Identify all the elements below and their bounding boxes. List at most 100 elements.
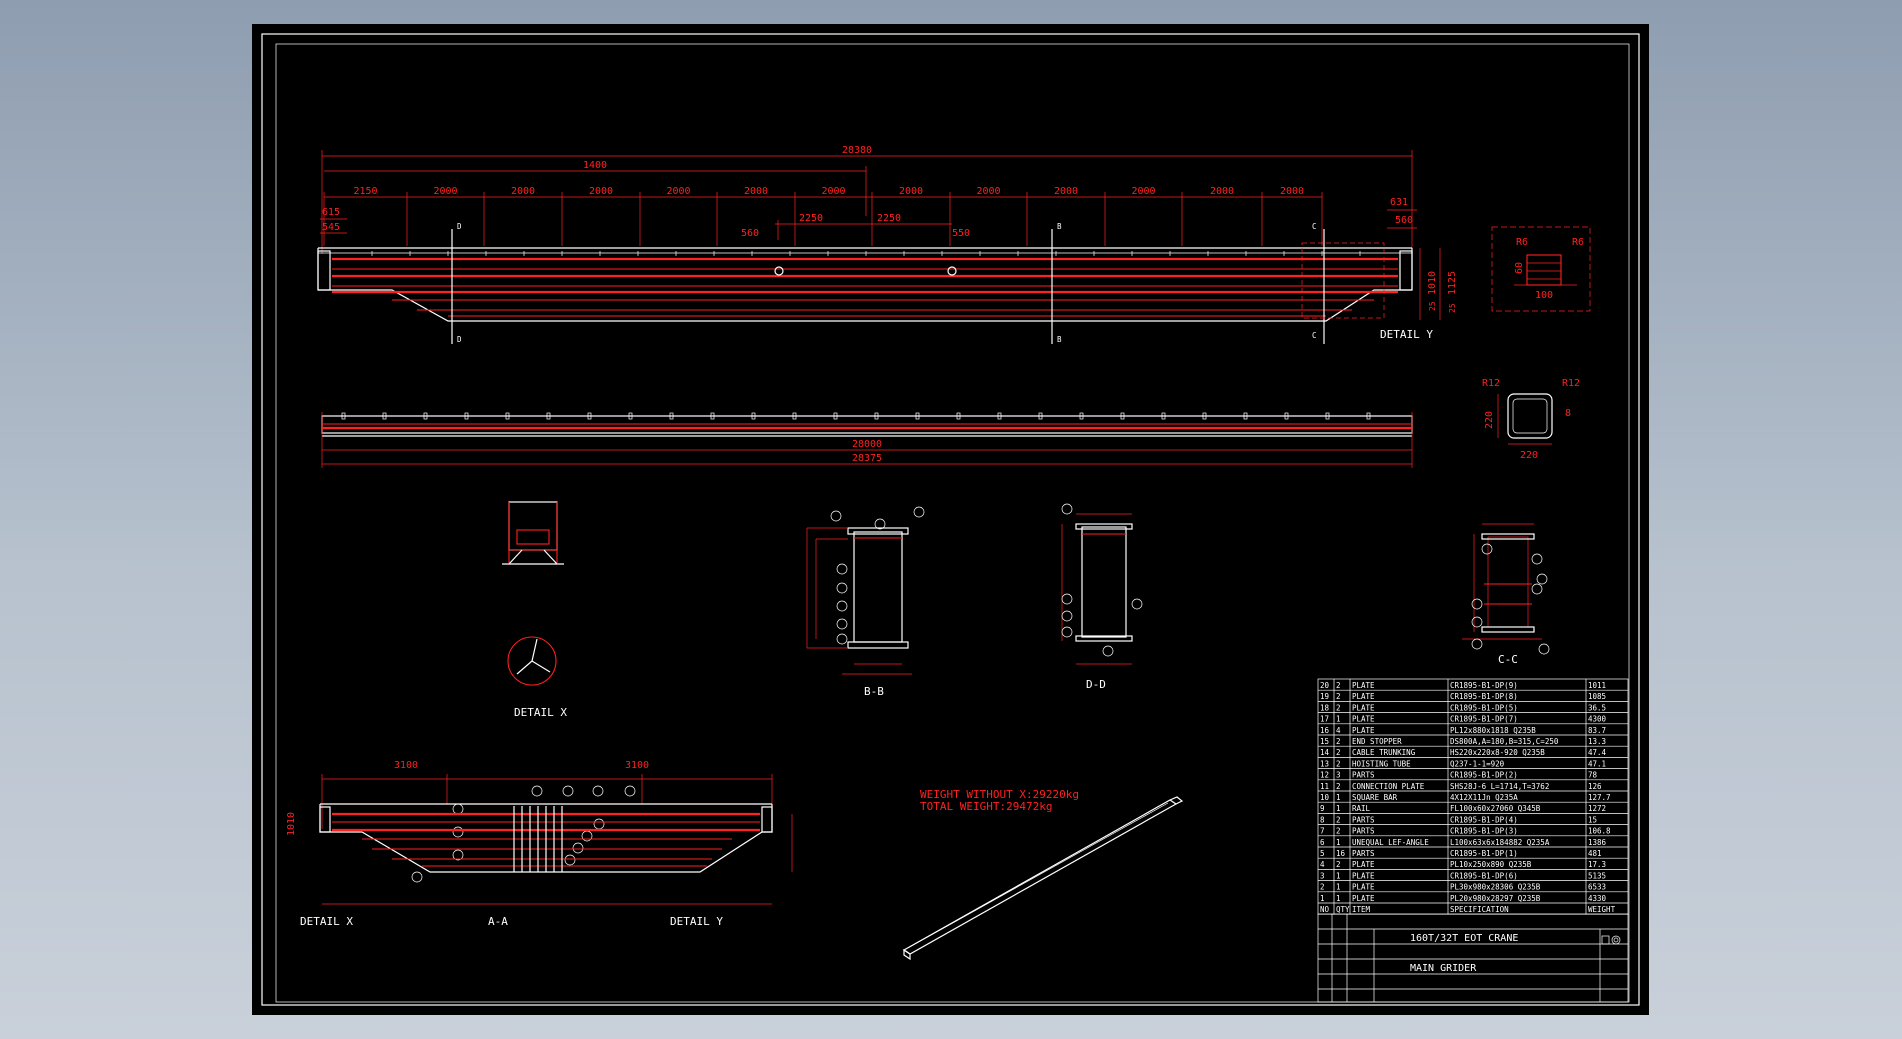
part-balloon	[452, 826, 464, 838]
half-dim: 1400	[583, 160, 607, 171]
detail-y-bottom-label: DETAIL Y	[670, 915, 723, 928]
bom-cell: PL20x980x28297 Q235B	[1450, 894, 1541, 903]
bom-cell: 2	[1336, 815, 1341, 824]
bom-cell: CR1895-B1-DP(5)	[1450, 703, 1518, 712]
bom-cell: 13.3	[1588, 737, 1606, 746]
bom-cell: FL100x60x27060 Q345B	[1450, 804, 1541, 813]
girder-isometric	[902, 796, 1184, 961]
svg-text:B: B	[1057, 222, 1062, 231]
bom-cell: 4X12X11Jn Q235A	[1450, 793, 1518, 802]
right-dim-1: 631	[1390, 197, 1408, 208]
part-balloon	[593, 818, 605, 830]
bom-cell: HS220x220x8-920 Q235B	[1450, 748, 1545, 757]
bom-cell: CR1895-B1-DP(1)	[1450, 849, 1518, 858]
detail-x-view	[507, 636, 557, 686]
tube-r12-b: R12	[1562, 378, 1580, 389]
bom-cell: 2	[1336, 827, 1341, 836]
bom-cell: 47.1	[1588, 759, 1606, 768]
part-balloon	[531, 785, 543, 797]
bom-cell: PLATE	[1352, 703, 1375, 712]
detail-y-60: 60	[1514, 262, 1525, 274]
bom-cell: CR1895-B1-DP(9)	[1450, 681, 1518, 690]
tube-8: 8	[1565, 408, 1571, 419]
bom-header: WEIGHT	[1588, 905, 1616, 914]
bom-cell: 17.3	[1588, 860, 1606, 869]
outer-frame	[261, 33, 1640, 1006]
bom-cell: CR1895-B1-DP(3)	[1450, 827, 1518, 836]
bom-cell: CR1895-B1-DP(6)	[1450, 871, 1518, 880]
bom-cell: 15	[1588, 815, 1597, 824]
bom-cell: 3	[1336, 771, 1341, 780]
bom-cell: 127.7	[1588, 793, 1611, 802]
bom-cell: CR1895-B1-DP(4)	[1450, 815, 1518, 824]
bom-cell: 12	[1320, 771, 1329, 780]
part-balloon	[1538, 643, 1550, 655]
end-stopper-section	[502, 501, 564, 565]
bom-cell: 4	[1320, 860, 1325, 869]
bom-cell: 106.8	[1588, 827, 1611, 836]
height-dim-1010: 1010	[1427, 271, 1438, 295]
bom-cell: 13	[1320, 759, 1329, 768]
bom-cell: 126	[1588, 782, 1602, 791]
svg-text:D: D	[457, 335, 462, 344]
bom-cell: 16	[1336, 849, 1346, 858]
aa-dim-1010: 1010	[286, 812, 297, 836]
bom-cell: 19	[1320, 692, 1329, 701]
part-balloon	[592, 785, 604, 797]
bom-cell: 1011	[1588, 681, 1606, 690]
mid-dim-2250-a: 2250	[799, 213, 823, 224]
bom-cell: CABLE TRUNKING	[1352, 748, 1416, 757]
bom-cell: 2	[1336, 703, 1341, 712]
bom-cell: 20	[1320, 681, 1330, 690]
girder-plan-view: 28000 28375	[321, 412, 1413, 468]
bom-cell: PL10x250x890 Q235B	[1450, 860, 1532, 869]
part-balloon	[572, 842, 584, 854]
svg-text:C: C	[1312, 222, 1317, 231]
bom-cell: 1	[1336, 894, 1341, 903]
part-balloon	[452, 849, 464, 861]
segment-dim: 2000	[744, 186, 768, 197]
bom-cell: 11	[1320, 782, 1329, 791]
segment-dim: 2000	[1131, 186, 1155, 197]
detail-y-view: R6 R6 100 60	[1491, 226, 1591, 312]
part-balloon	[562, 785, 574, 797]
segment-dim: 2000	[1054, 186, 1078, 197]
part-balloon	[836, 600, 848, 612]
bom-cell: L100x63x6x184882 Q235A	[1450, 838, 1550, 847]
height-dim-25b: 25	[1448, 303, 1457, 313]
bom-header: NO	[1320, 905, 1330, 914]
part-balloon	[452, 803, 464, 815]
svg-text:D: D	[457, 222, 462, 231]
bom-cell: 83.7	[1588, 726, 1606, 735]
bom-cell: 15	[1320, 737, 1329, 746]
bom-cell: 10	[1320, 793, 1330, 802]
bom-cell: 6533	[1588, 883, 1606, 892]
total-weight: TOTAL WEIGHT:29472kg	[920, 800, 1052, 813]
part-balloon	[830, 510, 842, 522]
part-balloon	[1131, 598, 1143, 610]
bom-header: SPECIFICATION	[1450, 905, 1509, 914]
height-dim-1125: 1125	[1447, 271, 1458, 295]
section-bb-label: B-B	[864, 685, 884, 698]
bom-cell: 47.4	[1588, 748, 1607, 757]
bom-cell: CR1895-B1-DP(2)	[1450, 771, 1518, 780]
bom-cell: PLATE	[1352, 726, 1375, 735]
bom-cell: END STOPPER	[1352, 737, 1402, 746]
segment-dim: 2000	[976, 186, 1000, 197]
tube-r12-a: R12	[1482, 378, 1500, 389]
bom-cell: PL30x980x28306 Q235B	[1450, 883, 1541, 892]
title-block: 160T/32T EOT CRANE MAIN GRIDER	[1317, 913, 1629, 1003]
bom-cell: 1	[1336, 883, 1341, 892]
section-bb-view	[806, 527, 912, 675]
part-balloon	[1061, 626, 1073, 638]
bom-cell: DS800A,A=180,B=315,C=250	[1450, 737, 1559, 746]
part-balloon	[1061, 593, 1073, 605]
bom-cell: 5135	[1588, 871, 1606, 880]
part-balloon	[1061, 503, 1073, 515]
bom-cell: 1	[1336, 715, 1341, 724]
section-dd-label: D-D	[1086, 678, 1106, 691]
svg-text:C: C	[1312, 331, 1317, 340]
part-balloon	[411, 871, 423, 883]
bom-cell: 1	[1336, 793, 1341, 802]
